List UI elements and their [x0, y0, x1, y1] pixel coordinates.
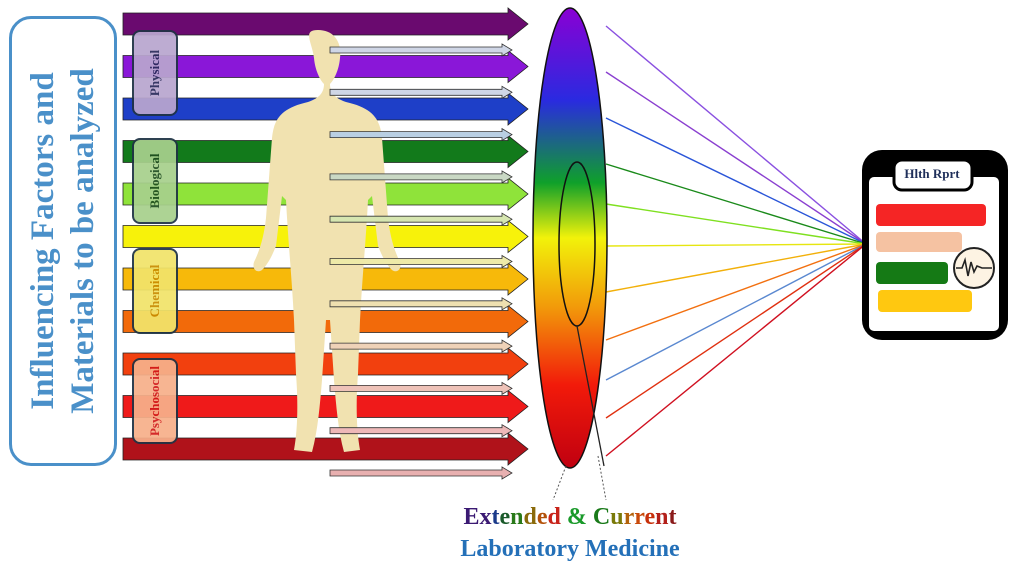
caption-current-letter: u	[610, 504, 624, 530]
spectrum-lens	[532, 7, 608, 501]
ray-10	[605, 243, 867, 419]
caption-extended-letter: E	[463, 504, 480, 530]
rays-group	[605, 25, 867, 457]
small-arrow-1	[329, 43, 513, 57]
caption-ampersand: &	[566, 504, 587, 530]
caption-line-1: Extended & Current	[380, 504, 760, 531]
caption-current-letter: t	[668, 504, 677, 530]
small-arrow-8	[329, 339, 513, 353]
small-arrows-group	[329, 43, 513, 480]
ray-3	[605, 117, 867, 245]
ray-2	[605, 71, 867, 245]
ray-11	[605, 243, 867, 457]
caption-extended-letter: e	[499, 504, 511, 530]
title-line-1: Influencing Factors and	[25, 72, 61, 410]
ray-1	[605, 25, 867, 245]
pointer-line-right	[597, 455, 607, 501]
health-report-clipboard	[862, 150, 1008, 340]
small-arrow-10	[329, 423, 513, 438]
caption-extended-letter: e	[536, 504, 548, 530]
factor-physical: Physical	[132, 30, 178, 116]
small-arrow-4	[329, 170, 513, 184]
caption-current-letter: C	[592, 504, 611, 530]
outer-lens	[532, 7, 608, 469]
ray-8	[605, 243, 867, 341]
factor-label-biological: Biological	[147, 153, 162, 209]
report-title: Hlth Rprt	[904, 166, 960, 181]
caption-extended-letter: d	[547, 504, 561, 530]
report-bar-3	[876, 262, 948, 284]
lens-connector	[576, 325, 605, 467]
report-bar-1	[876, 204, 986, 226]
caption-current-letter: n	[655, 504, 669, 530]
caption-extended-letter: n	[510, 504, 524, 530]
caption-line-2: Laboratory Medicine	[460, 536, 680, 562]
report-bar-4	[878, 290, 972, 312]
caption-current-letter: r	[634, 504, 645, 530]
stethoscope-icon	[953, 247, 995, 289]
ray-6	[605, 243, 867, 247]
title-box: Influencing Factors and Materials to be …	[9, 16, 117, 466]
factor-label-psychosocial: Psychosocial	[147, 365, 162, 437]
spectrum-arrow-10	[122, 389, 529, 424]
pointer-line-left	[552, 465, 567, 501]
small-arrow-6	[329, 254, 513, 269]
caption-extended: Extended	[464, 504, 561, 530]
report-bar-2	[876, 232, 962, 252]
small-arrow-5	[329, 212, 513, 226]
ray-5	[605, 203, 867, 245]
spectrum-arrow-1	[122, 7, 529, 41]
clipboard-clip	[892, 158, 974, 192]
small-arrow-11	[329, 466, 513, 480]
small-arrow-7	[329, 297, 513, 311]
factor-label-physical: Physical	[147, 49, 162, 97]
ray-4	[605, 163, 867, 245]
pulse-line-icon	[956, 257, 992, 277]
caption-extended-letter: x	[479, 504, 492, 530]
small-arrow-9	[329, 381, 513, 396]
caption-current-letter: r	[623, 504, 635, 530]
factor-psychosocial: Psychosocial	[132, 358, 178, 444]
title-line-2: Materials to be analyzed	[65, 68, 101, 414]
factor-label-chemical: Chemical	[147, 264, 162, 318]
ray-7	[605, 243, 867, 293]
caption-extended-letter: t	[491, 504, 500, 530]
ray-9	[605, 243, 867, 381]
caption-current-letter: e	[644, 504, 656, 530]
caption-extended-letter: d	[523, 504, 537, 530]
factor-biological: Biological	[132, 138, 178, 224]
spectrum-arrow-9	[122, 347, 529, 381]
caption-current: Current	[593, 504, 677, 530]
small-arrow-2	[329, 85, 513, 100]
spectrum-arrow-11	[122, 432, 529, 466]
small-arrow-3	[329, 127, 513, 142]
factor-chemical: Chemical	[132, 248, 178, 334]
